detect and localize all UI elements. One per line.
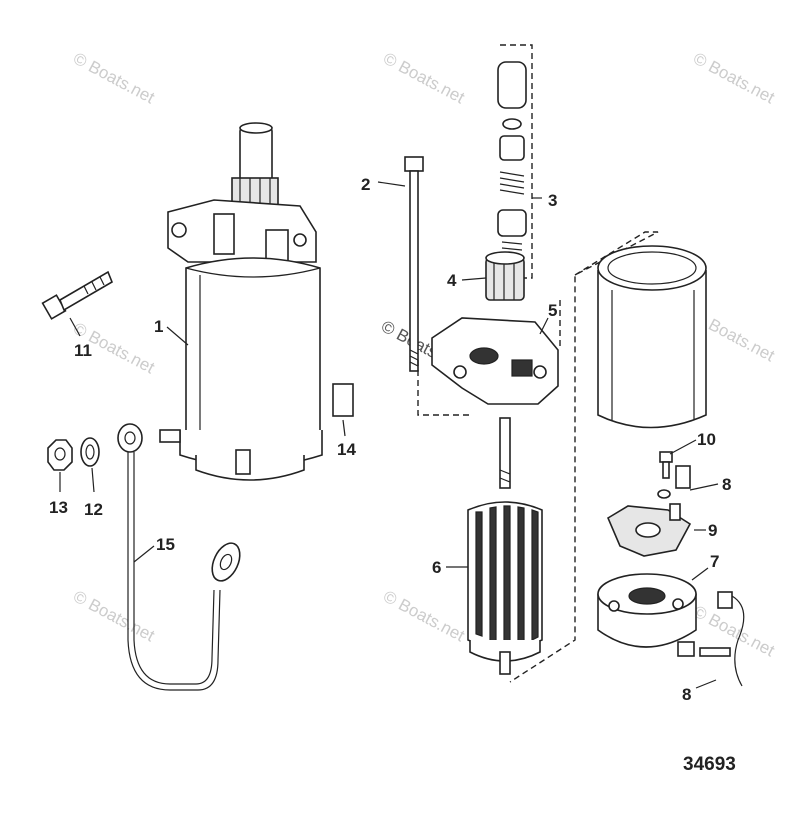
brush-holder xyxy=(606,503,692,557)
callout-1: 1 xyxy=(154,317,163,336)
callout-6: 6 xyxy=(432,558,441,577)
watermark: © Boats.net xyxy=(380,587,468,646)
lock-washer xyxy=(80,437,100,467)
figure-number: 34693 xyxy=(683,754,736,775)
callout-10: 10 xyxy=(697,430,716,449)
battery-cable xyxy=(117,423,241,691)
pinion-gear xyxy=(485,251,525,301)
callout-4: 4 xyxy=(447,271,457,290)
watermark: © Boats.net xyxy=(70,587,158,646)
callouts: 1 2 3 4 5 6 7 8 8 9 10 11 12 13 14 15 xyxy=(49,175,731,704)
armature xyxy=(467,417,543,675)
mounting-bolt xyxy=(41,270,113,320)
starter-motor-assembly xyxy=(159,122,323,481)
drive-kit xyxy=(497,44,533,279)
field-frame xyxy=(597,245,707,429)
callout-5: 5 xyxy=(548,301,557,320)
callout-8-upper: 8 xyxy=(722,475,731,494)
callout-12: 12 xyxy=(84,500,103,519)
callout-8-lower: 8 xyxy=(682,685,691,704)
commutator-end-cap xyxy=(597,573,697,648)
callout-14: 14 xyxy=(337,440,356,459)
callout-11: 11 xyxy=(74,341,92,360)
leader-lines xyxy=(59,181,719,689)
through-bolt xyxy=(404,156,424,372)
nut xyxy=(47,439,73,471)
brush-upper xyxy=(657,465,691,499)
watermark: © Boats.net xyxy=(380,49,468,108)
callout-15: 15 xyxy=(156,535,175,554)
brush-lower xyxy=(677,591,745,687)
callout-9: 9 xyxy=(708,521,717,540)
watermark: © Boats.net xyxy=(690,49,778,108)
watermark: © Boats.net xyxy=(70,49,158,108)
insulator xyxy=(332,383,354,417)
callout-7: 7 xyxy=(710,552,719,571)
drive-end-housing xyxy=(417,300,561,416)
callout-2: 2 xyxy=(361,175,370,194)
callout-13: 13 xyxy=(49,498,68,517)
callout-3: 3 xyxy=(548,191,557,210)
screw xyxy=(659,451,673,479)
